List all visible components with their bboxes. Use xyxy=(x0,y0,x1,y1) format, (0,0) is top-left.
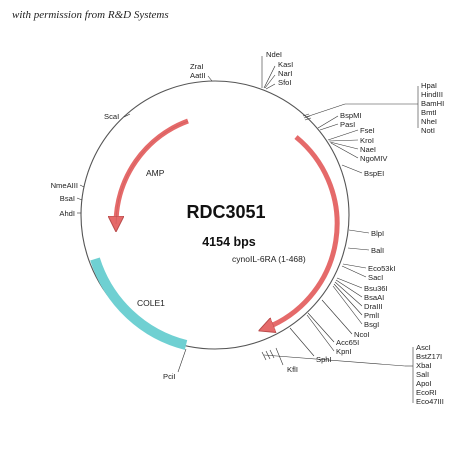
site-ahdi: AhdI xyxy=(59,209,75,218)
cole1-label: COLE1 xyxy=(137,298,165,308)
site-nari: NarI xyxy=(278,69,292,78)
plasmid-size: 4154 bps xyxy=(202,235,256,249)
site-bamhi: BamHI xyxy=(421,99,444,108)
site-ncoi: NcoI xyxy=(354,330,370,339)
site-xbai: XbaI xyxy=(416,361,432,370)
site-nmeaiii: NmeAIII xyxy=(51,181,78,190)
site-acc65i: Acc65I xyxy=(336,338,359,347)
site-ecori: EcoRI xyxy=(416,388,437,397)
site-kasi: KasI xyxy=(278,60,293,69)
permission-credit: with permission from R&D Systems xyxy=(12,9,169,21)
site-kroi: KroI xyxy=(360,136,374,145)
plasmid-backbone xyxy=(80,80,350,350)
site-bspmi: BspMI xyxy=(340,111,362,120)
site-ngomiv: NgoMIV xyxy=(360,154,388,163)
site-sfoi: SfoI xyxy=(278,78,292,87)
site-scai: ScaI xyxy=(104,112,119,121)
site-draiii: DraIII xyxy=(364,302,383,311)
insert-label: cynoIL-6RA (1-468) xyxy=(232,254,306,264)
site-aatii: AatII xyxy=(190,71,206,80)
site-sphi: SphI xyxy=(316,355,332,364)
site-bsgi: BsgI xyxy=(364,320,379,329)
insert-arrow xyxy=(266,135,340,328)
site-noti: NotI xyxy=(421,126,435,135)
site-pasi: PasI xyxy=(340,120,355,129)
site-eco53ki: Eco53kI xyxy=(368,264,395,273)
site-saci: SacI xyxy=(368,273,383,282)
amp-label: AMP xyxy=(146,168,165,178)
site-bsai: BsaI xyxy=(60,194,75,203)
site-eco47iii: Eco47III xyxy=(416,397,444,406)
site-apoi: ApoI xyxy=(416,379,432,388)
site-bali: BalI xyxy=(371,246,384,255)
site-hindiii: HindIII xyxy=(421,90,443,99)
site-bmti: BmtI xyxy=(421,108,437,117)
site-leaders xyxy=(76,56,419,403)
site-bsu36i: Bsu36I xyxy=(364,284,388,293)
site-pcii: PciI xyxy=(163,372,176,381)
site-bspei: BspEI xyxy=(364,169,384,178)
site-sali: SalI xyxy=(416,370,429,379)
site-fsei: FseI xyxy=(360,126,375,135)
site-naei: NaeI xyxy=(360,145,376,154)
site-pmli: PmlI xyxy=(364,311,379,320)
site-kpni: KpnI xyxy=(336,347,352,356)
cole1-arc xyxy=(90,257,188,350)
site-ndei: NdeI xyxy=(266,50,282,59)
site-blpi: BlpI xyxy=(371,229,384,238)
site-asci: AscI xyxy=(416,343,431,352)
site-nhei: NheI xyxy=(421,117,437,126)
site-hpai: HpaI xyxy=(421,81,437,90)
site-bsaai: BsaAI xyxy=(364,293,384,302)
site-zrai: ZraI xyxy=(190,62,204,71)
site-bstz17i: BstZ17I xyxy=(416,352,442,361)
plasmid-name: RDC3051 xyxy=(186,202,265,222)
site-kfli: KflI xyxy=(287,365,298,374)
